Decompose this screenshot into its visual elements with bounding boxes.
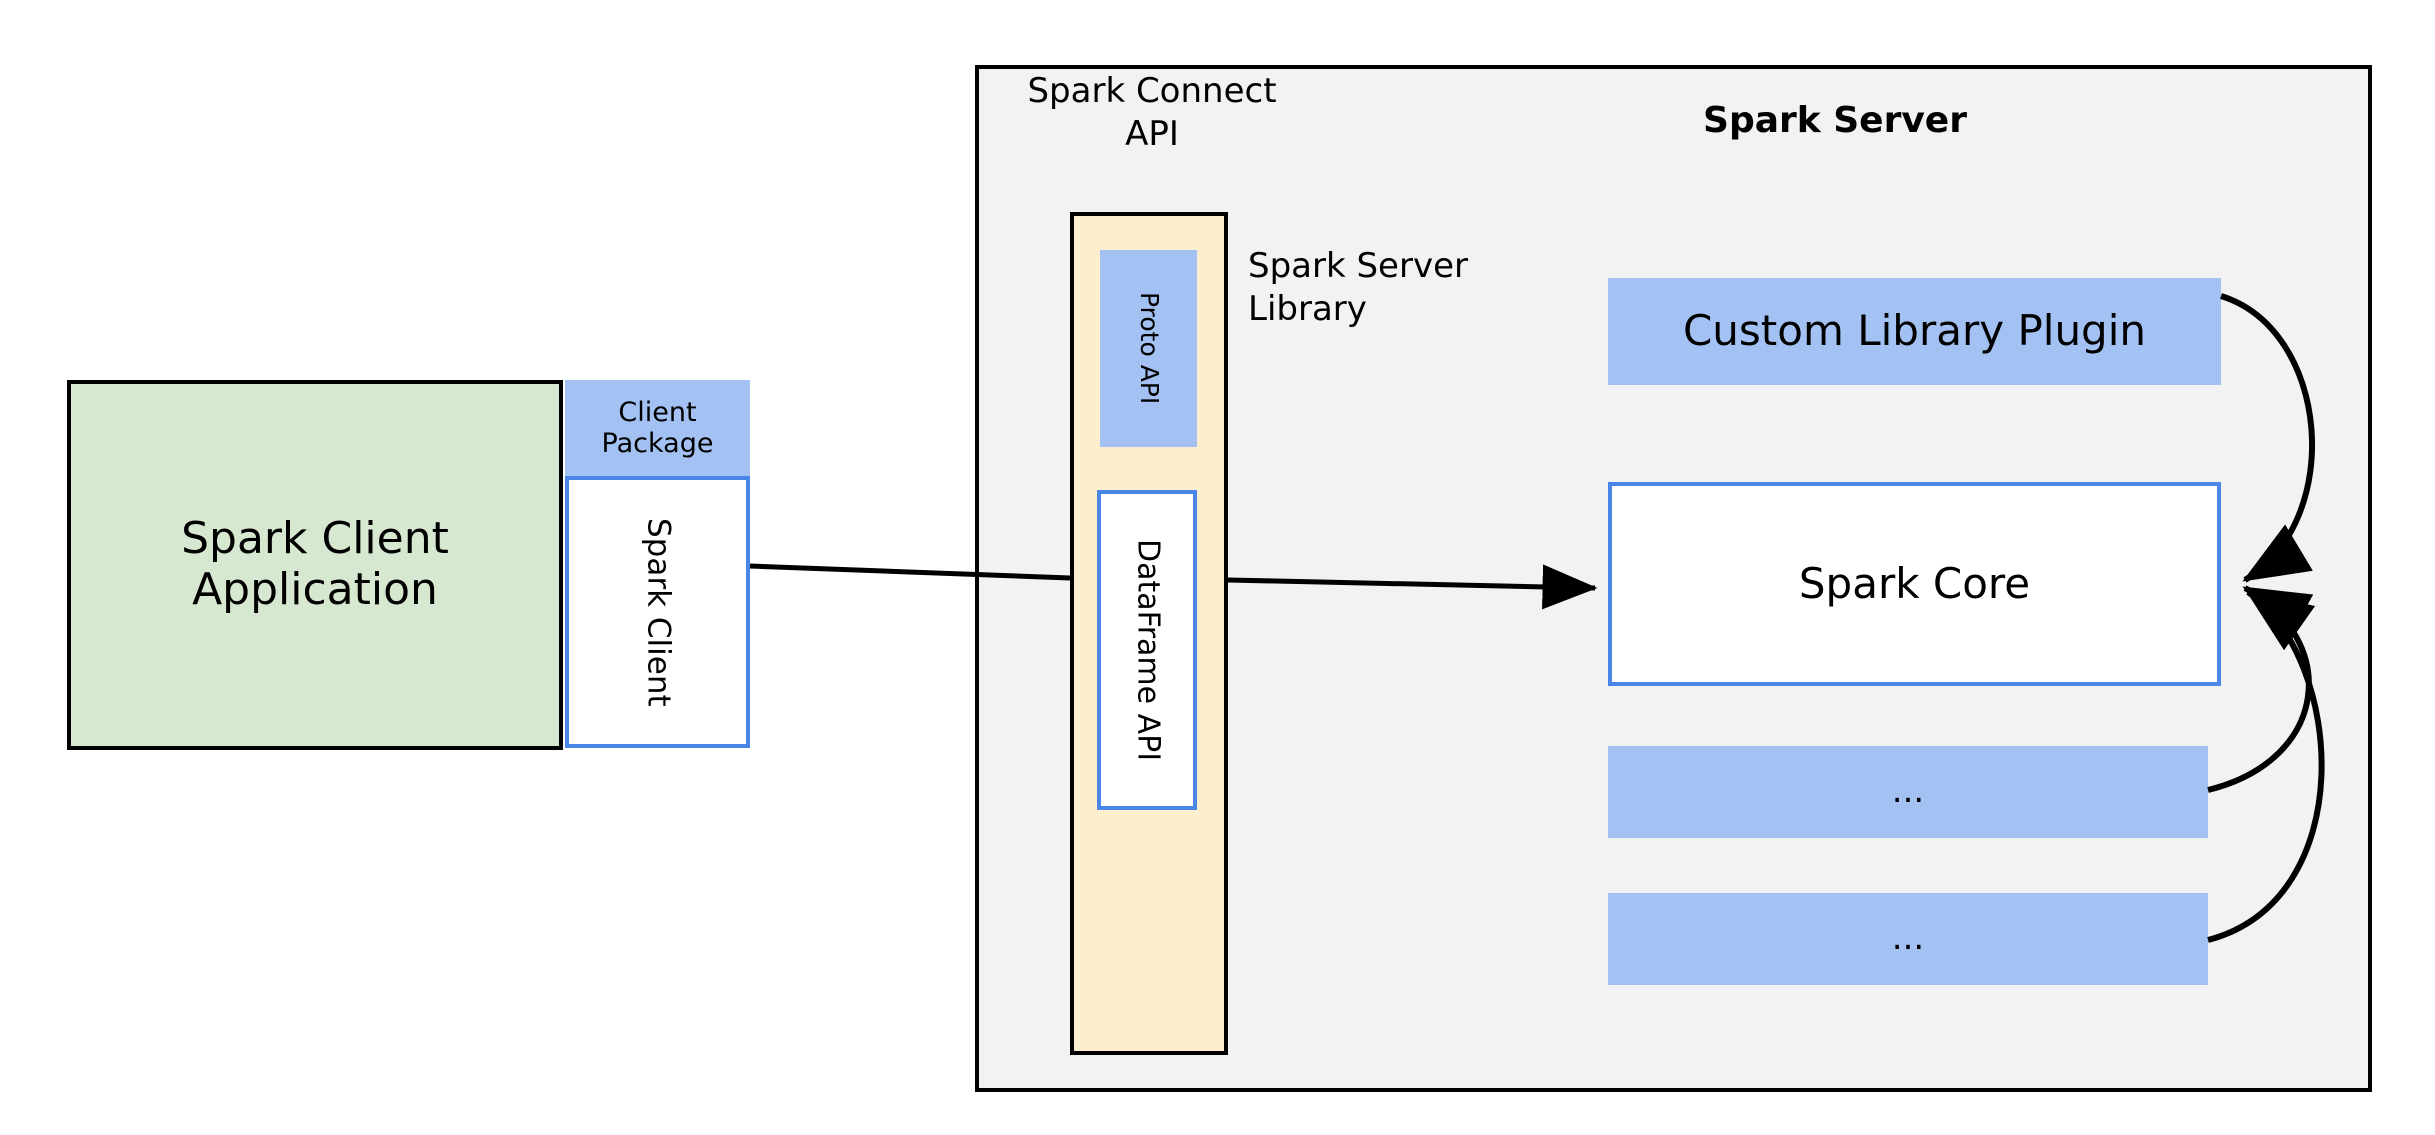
spark-client-application-line1: Spark Client: [181, 513, 449, 565]
spark-server-library-label: Spark Server Library: [1248, 245, 1538, 330]
spark-core-label: Spark Core: [1798, 558, 2031, 608]
dataframe-api-label: DataFrame API: [1130, 538, 1166, 762]
spark-server-library-line2: Library: [1248, 288, 1367, 329]
proto-api-label: Proto API: [1134, 292, 1164, 405]
spark-connect-api-label-line1: Spark Connect: [1027, 71, 1277, 111]
client-package-line1: Client: [618, 396, 697, 428]
placeholder-component-label-1: ...: [1891, 771, 1925, 812]
placeholder-component-label-2: ...: [1891, 918, 1925, 959]
spark-connect-api-label: Spark Connect API: [1002, 70, 1302, 155]
spark-client-application-line2: Application: [192, 564, 438, 615]
spark-core-box[interactable]: Spark Core: [1608, 482, 2221, 686]
custom-library-plugin-box[interactable]: Custom Library Plugin: [1608, 278, 2221, 385]
spark-server-library-line1: Spark Server: [1248, 246, 1468, 286]
spark-client-label: Spark Client: [640, 517, 677, 707]
custom-library-plugin-label: Custom Library Plugin: [1682, 306, 2147, 356]
spark-client-application-box[interactable]: Spark Client Application: [67, 380, 563, 750]
dataframe-api-box[interactable]: DataFrame API: [1097, 490, 1197, 810]
client-package-box[interactable]: Client Package: [565, 380, 750, 476]
client-package-line2: Package: [601, 428, 714, 459]
spark-server-title: Spark Server: [1703, 100, 1967, 141]
placeholder-component-box-2[interactable]: ...: [1608, 893, 2208, 985]
proto-api-box[interactable]: Proto API: [1100, 250, 1197, 447]
spark-client-box[interactable]: Spark Client: [565, 476, 750, 748]
spark-connect-api-label-line2: API: [1125, 113, 1179, 154]
placeholder-component-box-1[interactable]: ...: [1608, 746, 2208, 838]
